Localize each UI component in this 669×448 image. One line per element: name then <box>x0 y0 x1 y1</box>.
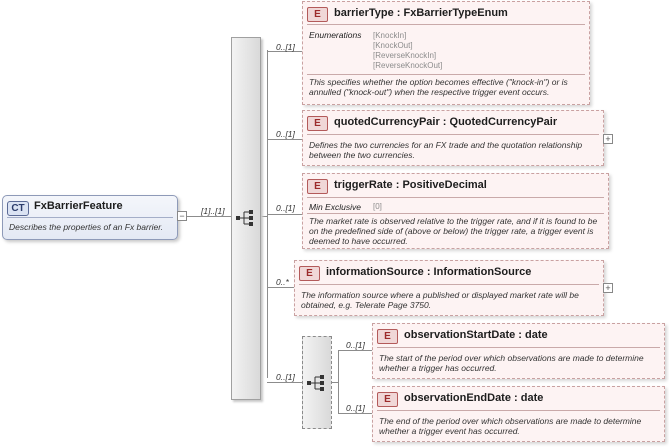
divider <box>307 213 604 214</box>
cardinality-trigger-rate: 0..[1] <box>276 203 295 213</box>
enum-value: [KnockIn] <box>373 31 407 40</box>
cardinality-sub-sequence: 0..[1] <box>276 372 295 382</box>
complex-type-description: Describes the properties of an Fx barrie… <box>9 222 164 232</box>
expand-toggle-icon[interactable]: + <box>603 134 613 144</box>
element-title: quotedCurrencyPair : QuotedCurrencyPair <box>334 116 558 128</box>
element-title: triggerRate : PositiveDecimal <box>334 179 487 191</box>
complex-type-box[interactable]: CT FxBarrierFeature Describes the proper… <box>2 195 178 240</box>
element-trigger-rate[interactable]: E triggerRate : PositiveDecimal Min Excl… <box>302 173 609 249</box>
connector-sub-sequence <box>267 382 302 383</box>
element-observation-start-date[interactable]: E observationStartDate : date The start … <box>372 323 665 379</box>
element-title: informationSource : InformationSource <box>326 266 532 278</box>
sub-sequence-compositor[interactable] <box>302 336 332 429</box>
element-badge: E <box>307 179 328 194</box>
element-badge: E <box>307 116 328 131</box>
cardinality-quoted-currency-pair: 0..[1] <box>276 129 295 139</box>
element-badge: E <box>307 7 328 22</box>
divider <box>7 217 173 218</box>
connector-barrier-type <box>267 51 302 52</box>
divider <box>377 410 660 411</box>
sequence-icon <box>307 375 324 391</box>
complex-type-badge: CT <box>7 201 29 216</box>
cardinality-information-source: 0..* <box>276 277 289 287</box>
cardinality-barrier-type: 0..[1] <box>276 42 295 52</box>
connector-information-source <box>267 287 294 288</box>
element-quoted-currency-pair[interactable]: E quotedCurrencyPair : QuotedCurrencyPai… <box>302 110 604 166</box>
connector-trigger-rate <box>267 214 302 215</box>
divider <box>299 284 599 285</box>
element-barrier-type[interactable]: E barrierType : FxBarrierTypeEnum Enumer… <box>302 1 590 105</box>
cardinality-observation-start-date: 0..[1] <box>346 340 365 350</box>
cardinality-observation-end-date: 0..[1] <box>346 403 365 413</box>
enum-value: [ReverseKnockOut] <box>373 61 443 70</box>
facet-label: Enumerations <box>309 30 362 40</box>
sequence-compositor[interactable] <box>231 37 261 400</box>
element-badge: E <box>377 329 398 344</box>
element-title: observationStartDate : date <box>404 329 548 341</box>
divider <box>307 197 604 198</box>
element-description: The information source where a published… <box>301 290 579 310</box>
connector-sub-vertical <box>338 350 339 413</box>
collapse-toggle-icon[interactable]: − <box>177 211 187 221</box>
enum-value: [KnockOut] <box>373 41 413 50</box>
connector-observation-end-date <box>338 413 372 414</box>
connector-observation-start-date <box>338 350 372 351</box>
element-description: Defines the two currencies for an FX tra… <box>309 140 583 160</box>
element-description: The market rate is observed relative to … <box>309 216 598 246</box>
connector-trunk <box>259 216 267 217</box>
element-description: The end of the period over which observa… <box>379 416 642 436</box>
divider <box>307 134 599 135</box>
element-information-source[interactable]: E informationSource : InformationSource … <box>294 260 604 316</box>
connector-quoted-currency-pair <box>267 139 302 140</box>
element-observation-end-date[interactable]: E observationEndDate : date The end of t… <box>372 386 665 442</box>
divider <box>307 74 585 75</box>
sequence-cardinality: [1]..[1] <box>201 206 225 216</box>
divider <box>377 347 660 348</box>
element-badge: E <box>299 266 320 281</box>
divider <box>307 24 585 25</box>
enum-value: [ReverseKnockIn] <box>373 51 437 60</box>
facet-value: [0] <box>373 202 382 211</box>
element-description: This specifies whether the option become… <box>309 77 568 97</box>
element-badge: E <box>377 392 398 407</box>
connector-sub-trunk <box>330 382 338 383</box>
facet-label: Min Exclusive <box>309 202 361 212</box>
expand-toggle-icon[interactable]: + <box>603 283 613 293</box>
element-description: The start of the period over which obser… <box>379 353 644 373</box>
complex-type-name: FxBarrierFeature <box>34 200 123 212</box>
connector-ct-to-sequence <box>186 216 231 217</box>
element-title: observationEndDate : date <box>404 392 544 404</box>
element-title: barrierType : FxBarrierTypeEnum <box>334 7 508 19</box>
sequence-icon <box>236 210 253 226</box>
